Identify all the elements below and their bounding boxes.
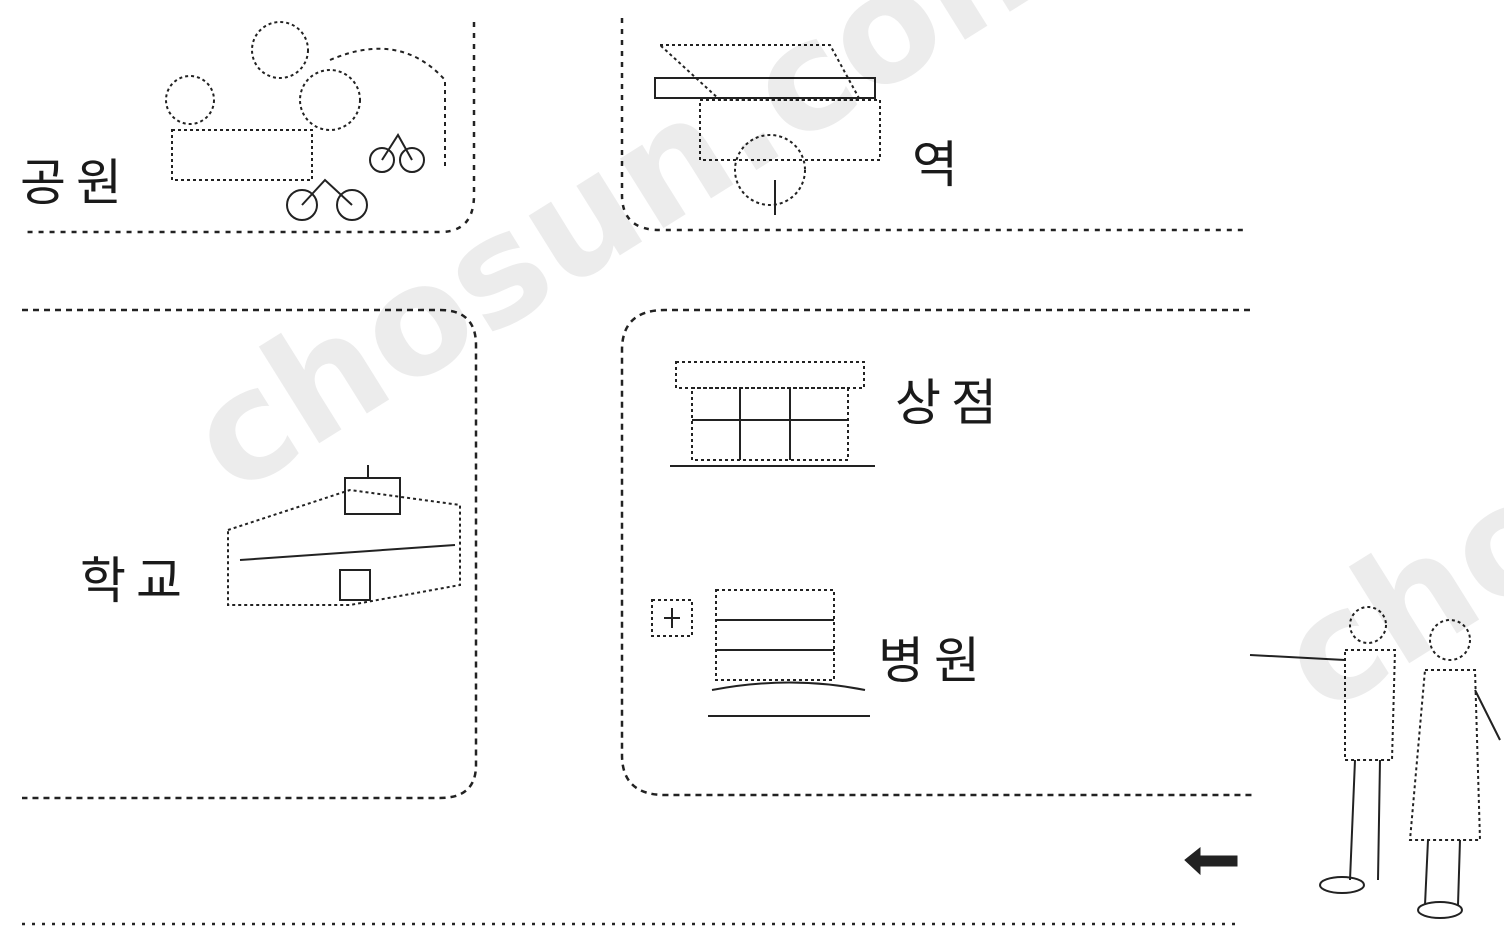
school-building-icon bbox=[227, 465, 461, 606]
two-people-pointing-icon bbox=[1249, 606, 1501, 919]
school-block-outline bbox=[22, 308, 478, 800]
hospital-label: 병원 bbox=[878, 632, 990, 690]
store-label: 상점 bbox=[895, 374, 1007, 432]
station-label: 역 bbox=[912, 136, 968, 194]
park-with-trees-and-bicycles-icon bbox=[165, 21, 446, 221]
train-station-icon bbox=[654, 44, 881, 215]
direction-arrow-icon bbox=[1184, 846, 1238, 876]
park-label: 공원 bbox=[20, 154, 132, 212]
hospital-building-icon bbox=[651, 589, 870, 717]
station-block-outline bbox=[620, 18, 1245, 232]
park-block-outline bbox=[22, 22, 476, 234]
school-label: 학교 bbox=[80, 552, 192, 610]
store-building-icon bbox=[670, 361, 875, 467]
